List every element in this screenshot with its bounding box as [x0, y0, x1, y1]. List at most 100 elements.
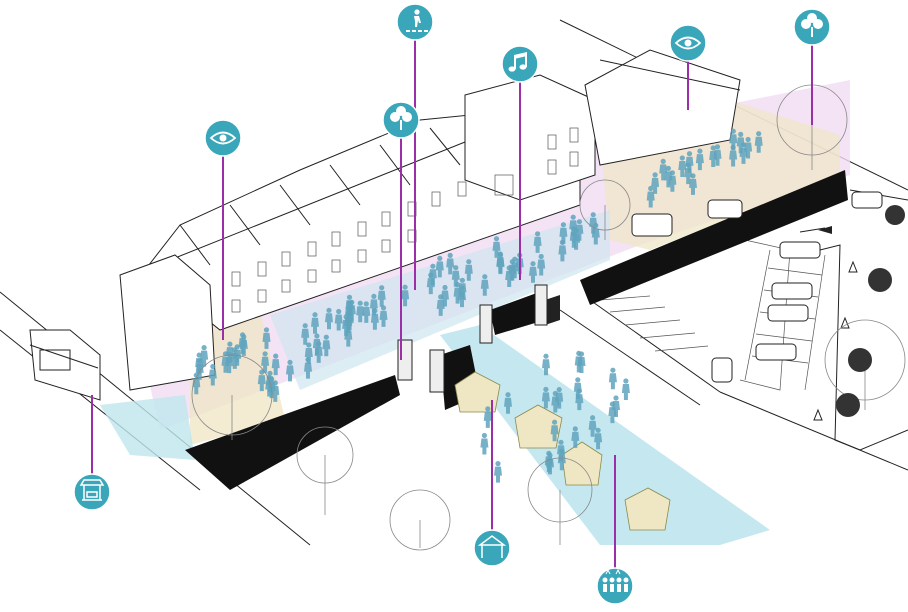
person-figure-head — [437, 255, 443, 261]
person-figure-head — [357, 300, 363, 306]
person-figure — [505, 271, 514, 287]
music-note-icon — [508, 52, 527, 72]
person-figure — [480, 438, 489, 455]
trees-icon — [801, 13, 823, 37]
person-figure — [271, 385, 280, 402]
person-figure — [325, 313, 333, 330]
person-figure — [621, 384, 630, 400]
person-figure-head — [570, 214, 576, 220]
person-figure-head — [560, 222, 567, 228]
person-figure — [594, 433, 603, 450]
person-figure-head — [558, 439, 564, 445]
person-figure — [441, 290, 449, 307]
person-figure — [542, 359, 550, 376]
person-figure-head — [273, 353, 279, 359]
person-figure-head — [227, 341, 233, 347]
person-figure — [550, 425, 559, 442]
person-figure-head — [262, 351, 268, 357]
person-figure-head — [497, 252, 504, 258]
person-figure — [572, 233, 581, 250]
person-figure — [754, 136, 763, 153]
person-figure — [504, 397, 512, 414]
canopy-tent-icon — [477, 535, 507, 558]
person-figure — [480, 279, 489, 296]
person-figure-head — [556, 387, 562, 393]
person-figure-head — [287, 359, 293, 365]
person-figure-head — [595, 427, 601, 433]
person-figure-head — [466, 259, 472, 265]
person-figure-head — [730, 128, 736, 134]
person-figure — [271, 359, 280, 376]
person-figure-head — [590, 415, 596, 421]
pin-canopy-tent[interactable] — [473, 400, 511, 567]
trees-icon — [390, 106, 412, 130]
person-figure — [709, 151, 718, 167]
person-figure-head — [336, 308, 342, 315]
person-figure-head — [738, 131, 744, 137]
person-figure — [541, 392, 550, 409]
pin-trees-right[interactable] — [793, 8, 831, 125]
person-figure — [464, 264, 473, 281]
market-stall-icon — [79, 479, 105, 501]
cars — [631, 191, 883, 237]
person-figure-head — [505, 392, 511, 398]
person-figure-head — [430, 263, 436, 269]
person-figure-head — [493, 236, 500, 242]
person-figure-head — [442, 284, 448, 291]
person-figure-head — [267, 370, 273, 376]
person-figure-head — [593, 222, 599, 229]
person-figure-head — [197, 358, 203, 364]
person-figure — [571, 431, 580, 448]
person-figure-head — [756, 131, 762, 137]
pin-crowd[interactable] — [596, 455, 634, 605]
person-figure-head — [263, 327, 270, 333]
person-figure — [230, 352, 239, 369]
person-figure — [588, 420, 597, 437]
person-figure-head — [679, 155, 685, 161]
person-figure-head — [363, 301, 369, 307]
person-figure-head — [347, 308, 353, 314]
pin-market-stall[interactable] — [73, 395, 111, 511]
parking-lot — [599, 226, 858, 421]
person-figure-head — [609, 401, 616, 407]
pin-eye-left[interactable] — [204, 119, 242, 340]
pin-trees-center[interactable] — [382, 101, 420, 360]
person-figure — [494, 466, 502, 483]
person-figure-head — [312, 312, 318, 318]
person-figure — [208, 369, 217, 386]
person-figure — [446, 258, 455, 275]
person-figure-head — [272, 380, 278, 386]
roadside-kiosk — [29, 329, 101, 401]
person-figure — [322, 340, 331, 357]
person-figure-head — [710, 145, 716, 151]
person-figure — [436, 299, 445, 316]
person-figure-head — [543, 353, 549, 359]
pedestrian-crossing-icon — [406, 9, 428, 32]
person-figure-head — [575, 377, 581, 383]
person-figure — [345, 314, 354, 331]
person-figure — [239, 339, 248, 356]
pin-eye-right[interactable] — [669, 24, 707, 110]
person-figure-head — [623, 378, 629, 384]
person-figure-head — [538, 253, 544, 260]
person-figure-head — [323, 334, 329, 340]
person-figure — [257, 375, 266, 392]
pin-music[interactable] — [501, 45, 539, 280]
crowd-figures — [192, 128, 763, 483]
person-figure — [646, 191, 655, 208]
eye-icon — [209, 131, 237, 145]
person-figure-head — [590, 212, 596, 218]
person-figure-head — [481, 432, 487, 439]
person-figure — [573, 382, 582, 399]
person-figure — [577, 357, 586, 373]
person-figure-head — [232, 347, 238, 353]
pin-pedestrian-crossing[interactable] — [396, 3, 434, 290]
person-figure — [729, 150, 738, 167]
person-figure-head — [572, 426, 578, 432]
person-figure-head — [552, 419, 558, 425]
person-figure-head — [652, 172, 658, 178]
person-figure — [533, 236, 542, 253]
person-figure-head — [453, 265, 459, 271]
person-figure — [262, 332, 271, 349]
